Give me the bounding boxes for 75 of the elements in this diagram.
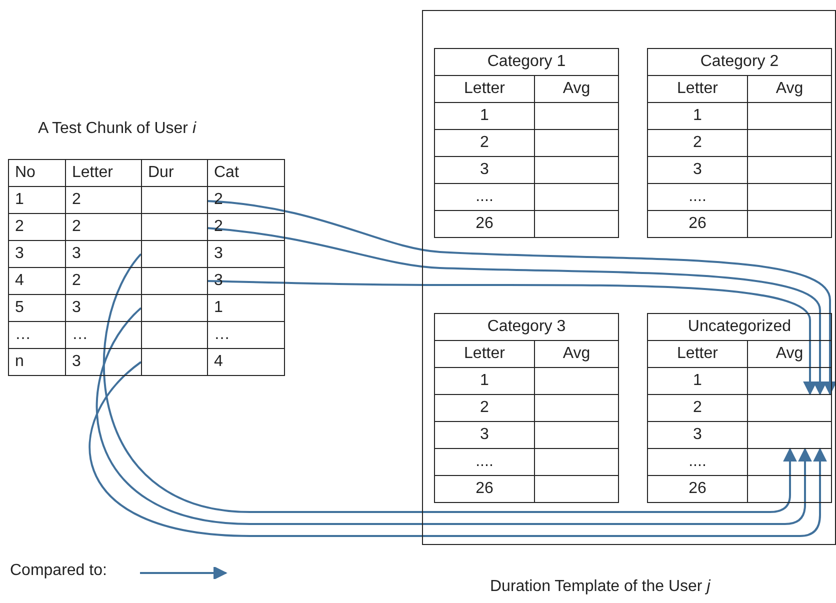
table-cell: 3 xyxy=(66,294,142,322)
table-cell: 2 xyxy=(648,130,748,156)
table-cell: Cat xyxy=(208,160,284,186)
panel-caption: Duration Template of the User j xyxy=(490,578,710,596)
category-table xyxy=(434,48,619,238)
table-cell: … xyxy=(66,322,142,348)
table-cell: 3 xyxy=(208,240,284,268)
table-cell: Avg xyxy=(748,76,832,102)
table-cell: 3 xyxy=(66,240,142,268)
average-cell xyxy=(748,394,832,422)
duration-cell xyxy=(142,348,208,376)
table-cell: 5 xyxy=(8,294,66,322)
table-cell: 1 xyxy=(8,186,66,214)
table-cell: 1 xyxy=(208,294,284,322)
table-cell: No xyxy=(8,160,66,186)
table-cell: .... xyxy=(434,448,534,476)
table-cell: 3 xyxy=(648,156,748,184)
table-cell: Avg xyxy=(534,76,618,102)
table-cell: Avg xyxy=(748,340,832,368)
duration-cell xyxy=(142,214,208,240)
data-table xyxy=(8,120,285,376)
arrow xyxy=(206,280,817,396)
table-cell: Letter xyxy=(66,160,142,186)
table-cell: 1 xyxy=(434,102,534,130)
table-heading: A Test Chunk of User i xyxy=(38,120,196,138)
table-cell: 26 xyxy=(434,210,534,238)
table-title: Category 1 xyxy=(434,48,618,76)
table-cell: … xyxy=(8,322,66,348)
table-cell: Letter xyxy=(434,340,534,368)
table-cell: Letter xyxy=(648,340,748,368)
table-cell: … xyxy=(208,322,284,348)
table-cell: .... xyxy=(648,448,748,476)
category-table xyxy=(647,313,832,503)
table-cell: 1 xyxy=(434,368,534,394)
table-cell: 2 xyxy=(434,130,534,156)
table-cell: .... xyxy=(648,184,748,210)
category-table xyxy=(647,48,832,238)
arrow xyxy=(96,307,812,525)
table-cell: 3 xyxy=(8,240,66,268)
table-cell: n xyxy=(8,348,66,376)
category-table xyxy=(434,313,619,503)
arrow xyxy=(206,227,827,396)
table-cell: 3 xyxy=(648,422,748,448)
table-cell: 3 xyxy=(434,156,534,184)
table-cell: 3 xyxy=(434,422,534,448)
table-cell: 2 xyxy=(648,394,748,422)
table-cell: 2 xyxy=(434,394,534,422)
table-cell: Avg xyxy=(534,340,618,368)
table-cell: 2 xyxy=(66,186,142,214)
average-cell xyxy=(748,422,832,448)
table-title: Category 3 xyxy=(434,314,618,340)
table-cell: 26 xyxy=(434,476,534,502)
table-cell: 2 xyxy=(8,214,66,240)
table-cell: 26 xyxy=(648,476,748,502)
table-cell: 2 xyxy=(66,214,142,240)
table-cell: 1 xyxy=(648,102,748,130)
arrow xyxy=(89,361,827,537)
duration-cell xyxy=(142,294,208,322)
table-cell: 26 xyxy=(648,210,748,238)
duration-cell xyxy=(142,240,208,268)
table-cell: Dur xyxy=(142,160,208,186)
table-cell: 4 xyxy=(8,268,66,294)
table-cell: 2 xyxy=(66,268,142,294)
table-cell: 3 xyxy=(66,348,142,376)
arrow xyxy=(206,200,836,396)
table-title: Uncategorized xyxy=(648,314,832,340)
duration-cell xyxy=(142,186,208,214)
duration-cell xyxy=(142,268,208,294)
table-title: Category 2 xyxy=(648,48,832,76)
legend-text: Compared to: xyxy=(10,562,107,580)
table-cell: .... xyxy=(434,184,534,210)
table-cell: Letter xyxy=(648,76,748,102)
table-cell: 4 xyxy=(208,348,284,376)
table-cell: Letter xyxy=(434,76,534,102)
table-cell: 1 xyxy=(648,368,748,394)
